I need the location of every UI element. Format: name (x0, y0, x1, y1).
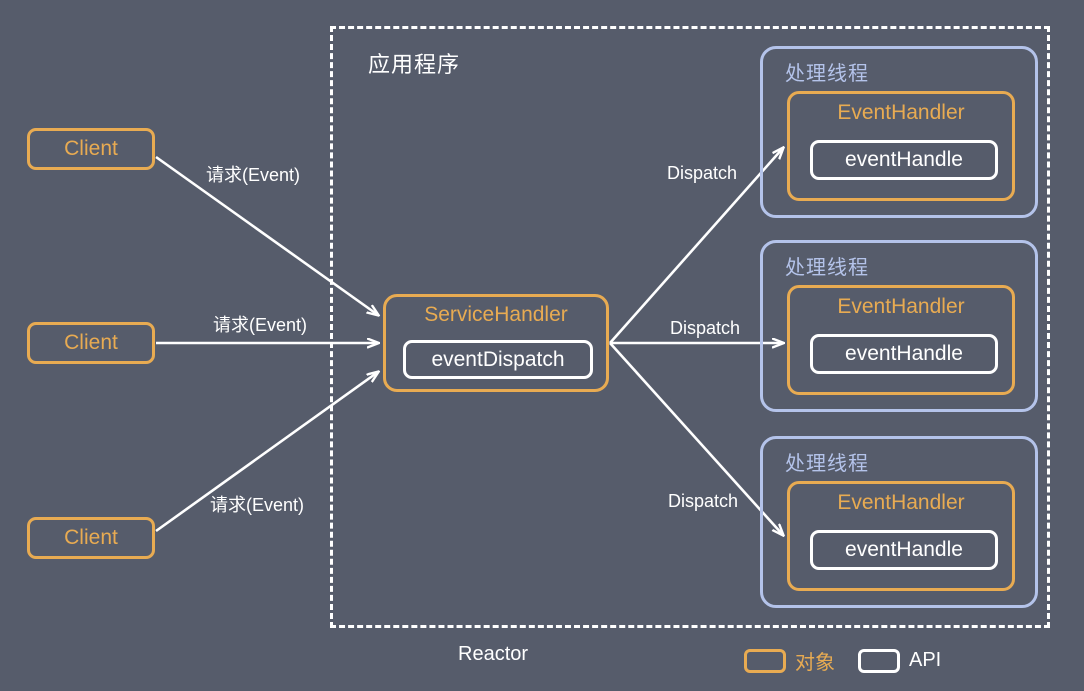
client-label-2: Client (64, 331, 118, 354)
client-label-3: Client (64, 526, 118, 549)
thread-title-1: 处理线程 (785, 63, 869, 85)
legend-api-swatch-icon (858, 648, 900, 673)
client-box-2[interactable]: Client (27, 322, 155, 364)
event-handler-api-box-3[interactable]: eventHandle (810, 530, 998, 570)
client-box-3[interactable]: Client (27, 517, 155, 559)
legend-api-label: API (909, 649, 942, 671)
service-handler-title: ServiceHandler (424, 303, 568, 326)
edge-label-request-1: 请求(Event) (206, 165, 301, 185)
thread-box-3[interactable]: 处理线程 EventHandler eventHandle (760, 436, 1038, 608)
client-label-1: Client (64, 137, 118, 160)
reactor-label: Reactor (458, 643, 529, 665)
event-handler-box-3[interactable]: EventHandler eventHandle (787, 481, 1015, 591)
event-handler-api-label-3: eventHandle (845, 538, 963, 561)
edge-label-dispatch-3: Dispatch (668, 491, 739, 511)
event-handler-api-box-2[interactable]: eventHandle (810, 334, 998, 374)
service-handler-api-box[interactable]: eventDispatch (403, 340, 593, 379)
legend-object-swatch-icon (744, 648, 786, 673)
event-handler-api-label-1: eventHandle (845, 148, 963, 171)
edge-label-request-3: 请求(Event) (210, 495, 305, 515)
edge-label-dispatch-1: Dispatch (667, 163, 738, 183)
application-label: 应用程序 (368, 52, 461, 77)
event-handler-box-1[interactable]: EventHandler eventHandle (787, 91, 1015, 201)
edge-label-request-2: 请求(Event) (213, 315, 308, 335)
event-handler-box-2[interactable]: EventHandler eventHandle (787, 285, 1015, 395)
thread-title-2: 处理线程 (785, 257, 869, 279)
edge-label-dispatch-2: Dispatch (670, 318, 741, 338)
thread-box-2[interactable]: 处理线程 EventHandler eventHandle (760, 240, 1038, 412)
application-boundary (330, 26, 1050, 628)
event-handler-api-box-1[interactable]: eventHandle (810, 140, 998, 180)
event-handler-api-label-2: eventHandle (845, 342, 963, 365)
event-handler-title-3: EventHandler (837, 491, 965, 514)
client-box-1[interactable]: Client (27, 128, 155, 170)
legend: 对象 API (744, 646, 941, 675)
event-handler-title-1: EventHandler (837, 101, 965, 124)
legend-object-label: 对象 (795, 652, 835, 674)
thread-box-1[interactable]: 处理线程 EventHandler eventHandle (760, 46, 1038, 218)
service-handler-api-label: eventDispatch (431, 347, 565, 371)
service-handler-box[interactable]: ServiceHandler eventDispatch (383, 294, 609, 392)
thread-title-3: 处理线程 (785, 453, 869, 475)
event-handler-title-2: EventHandler (837, 295, 965, 318)
